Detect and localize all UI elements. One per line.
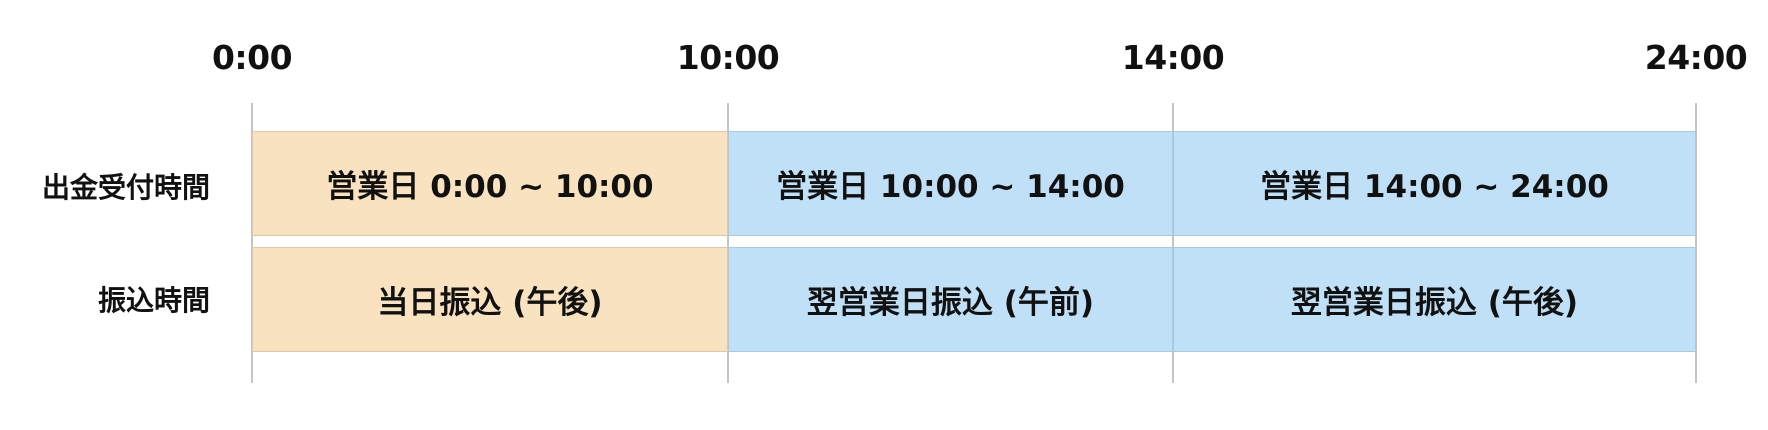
transfer-cell-same-day-pm: 当日振込 (午後) <box>252 247 728 352</box>
acceptance-cell-1400-2400: 営業日 14:00 ~ 24:00 <box>1173 131 1696 236</box>
time-label-2400: 24:00 <box>1644 38 1748 77</box>
time-label-1000: 10:00 <box>676 38 780 77</box>
acceptance-cell-0000-1000: 営業日 0:00 ~ 10:00 <box>252 131 728 236</box>
time-label-0000: 0:00 <box>211 38 293 77</box>
gridline-1000 <box>727 103 729 383</box>
transfer-cell-next-day-am: 翌営業日振込 (午前) <box>728 247 1173 352</box>
time-label-1400: 14:00 <box>1121 38 1225 77</box>
row-label-withdrawal-acceptance: 出金受付時間 <box>41 171 210 204</box>
gridline-0000 <box>251 103 253 383</box>
gridline-1400 <box>1172 103 1174 383</box>
gridline-2400 <box>1695 103 1697 383</box>
row-label-transfer-time: 振込時間 <box>97 284 210 317</box>
acceptance-cell-1000-1400: 営業日 10:00 ~ 14:00 <box>728 131 1173 236</box>
transfer-cell-next-day-pm: 翌営業日振込 (午後) <box>1173 247 1696 352</box>
